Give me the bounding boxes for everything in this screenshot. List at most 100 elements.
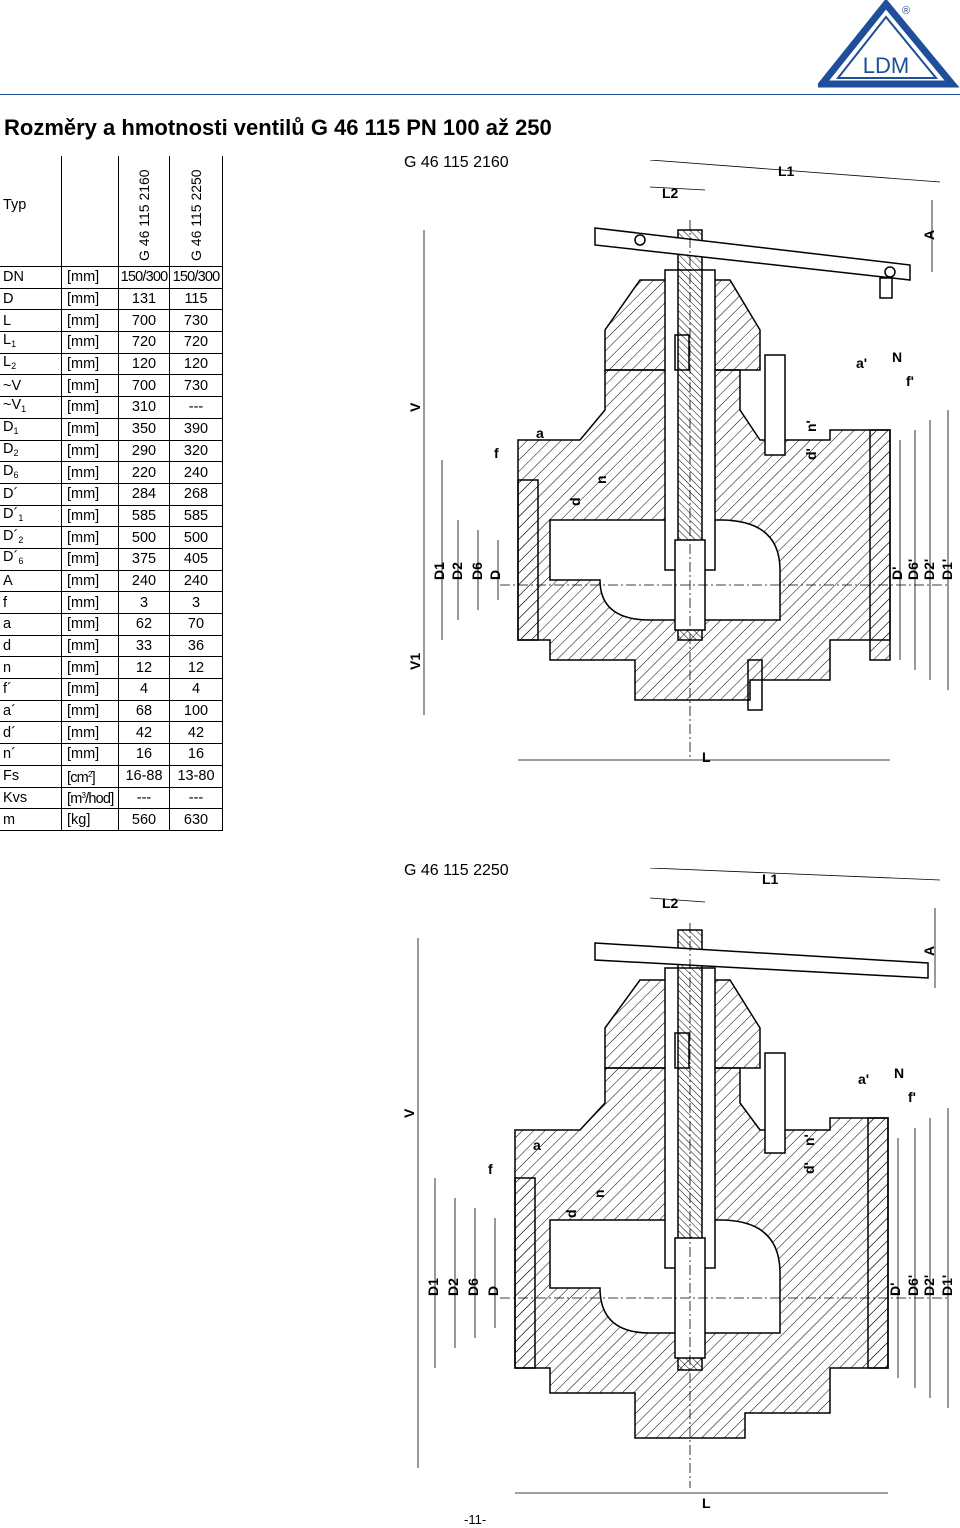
dim2-D2-prime: D2'	[921, 1275, 937, 1296]
row-unit: [mm]	[61, 417, 119, 441]
dim-f-prime: f'	[906, 373, 914, 389]
dim2-A: A	[921, 946, 937, 956]
row-unit: [mm]	[61, 309, 119, 333]
page-title: Rozměry a hmotnosti ventilů G 46 115 PN …	[4, 115, 552, 140]
row-symbol: ~V	[0, 374, 62, 398]
dim-D6-prime: D6'	[905, 559, 921, 580]
row-symbol: ~V1	[0, 396, 62, 419]
row-value-2250: 16	[169, 743, 223, 766]
row-unit: [mm]	[61, 396, 119, 419]
dim-a: a	[536, 425, 544, 441]
dim-D2: D2	[449, 562, 465, 580]
dim-D: D	[487, 570, 503, 580]
row-unit: [mm]	[61, 374, 119, 398]
valve-drawing-2160: L1 L2 A V V1 L a f d n a' N f' n' d' D1 …	[407, 160, 955, 765]
row-unit: [mm]	[61, 461, 119, 484]
dim-n-prime: n'	[803, 420, 819, 432]
row-value-2250: ---	[169, 786, 223, 810]
row-value-2250: 36	[169, 634, 223, 658]
row-unit: [mm]	[61, 656, 119, 680]
row-unit: [mm]	[61, 482, 119, 506]
row-value-2250: 3	[169, 591, 223, 614]
row-symbol: a	[0, 613, 62, 636]
row-symbol: a´	[0, 699, 62, 723]
logo-text: LDM	[863, 53, 909, 78]
row-value-2160: 310	[118, 396, 170, 419]
dim2-D6: D6	[465, 1278, 481, 1296]
dim-A: A	[921, 230, 937, 240]
column-header-2160: G 46 115 2160	[136, 169, 152, 261]
row-value-2160: 720	[118, 331, 170, 354]
dim2-L1: L1	[762, 871, 779, 887]
row-value-2160: 12	[118, 656, 170, 680]
row-value-2250: 730	[169, 309, 223, 333]
dim-V1: V1	[407, 653, 423, 670]
dim-D2-prime: D2'	[921, 559, 937, 580]
row-value-2160: ---	[118, 786, 170, 810]
row-unit: [mm]	[61, 613, 119, 636]
row-unit: [mm]	[61, 266, 119, 289]
column-header-2250: G 46 115 2250	[188, 169, 204, 261]
row-value-2160: 33	[118, 634, 170, 658]
row-value-2250: 100	[169, 699, 223, 723]
row-unit: [mm]	[61, 504, 119, 528]
row-value-2160: 700	[118, 309, 170, 333]
dim2-n-prime: n'	[801, 1134, 817, 1146]
row-symbol: A	[0, 569, 62, 593]
row-value-2160: 220	[118, 461, 170, 484]
row-symbol: D2	[0, 439, 62, 463]
header-rule	[0, 94, 960, 95]
dim2-V: V	[401, 1108, 417, 1118]
row-value-2160: 500	[118, 526, 170, 549]
row-value-2160: 68	[118, 699, 170, 723]
dim-n: n	[593, 475, 609, 484]
row-symbol: Kvs	[0, 786, 62, 810]
dim2-a-prime: a'	[858, 1071, 869, 1087]
dim-D1: D1	[431, 562, 447, 580]
row-value-2160: 42	[118, 721, 170, 745]
row-value-2250: ---	[169, 396, 223, 419]
row-value-2250: 585	[169, 504, 223, 528]
row-value-2160: 240	[118, 569, 170, 593]
dim-f: f	[494, 445, 499, 461]
dim2-a: a	[533, 1137, 541, 1153]
row-value-2250: 42	[169, 721, 223, 745]
dim2-f-prime: f'	[908, 1089, 916, 1105]
row-symbol: D´1	[0, 504, 62, 528]
row-value-2250: 630	[169, 808, 223, 831]
row-value-2160: 131	[118, 287, 170, 311]
row-value-2160: 700	[118, 374, 170, 398]
row-value-2160: 560	[118, 808, 170, 831]
row-unit: [mm]	[61, 591, 119, 614]
row-unit: [mm]	[61, 547, 119, 571]
row-value-2160: 120	[118, 352, 170, 376]
row-value-2250: 120	[169, 352, 223, 376]
row-unit: [mm]	[61, 721, 119, 745]
dim2-L: L	[702, 1495, 711, 1508]
row-symbol: d´	[0, 721, 62, 745]
table-row: Kvs[m3/hod]------	[0, 786, 223, 810]
dim-L1: L1	[778, 163, 795, 179]
row-value-2160: 3	[118, 591, 170, 614]
ldm-logo: LDM ®	[818, 0, 960, 88]
row-unit: [mm]	[61, 743, 119, 766]
row-value-2160: 62	[118, 613, 170, 636]
row-symbol: L	[0, 309, 62, 333]
row-symbol: D´	[0, 482, 62, 506]
row-symbol: D6	[0, 461, 62, 484]
row-symbol: n´	[0, 743, 62, 766]
